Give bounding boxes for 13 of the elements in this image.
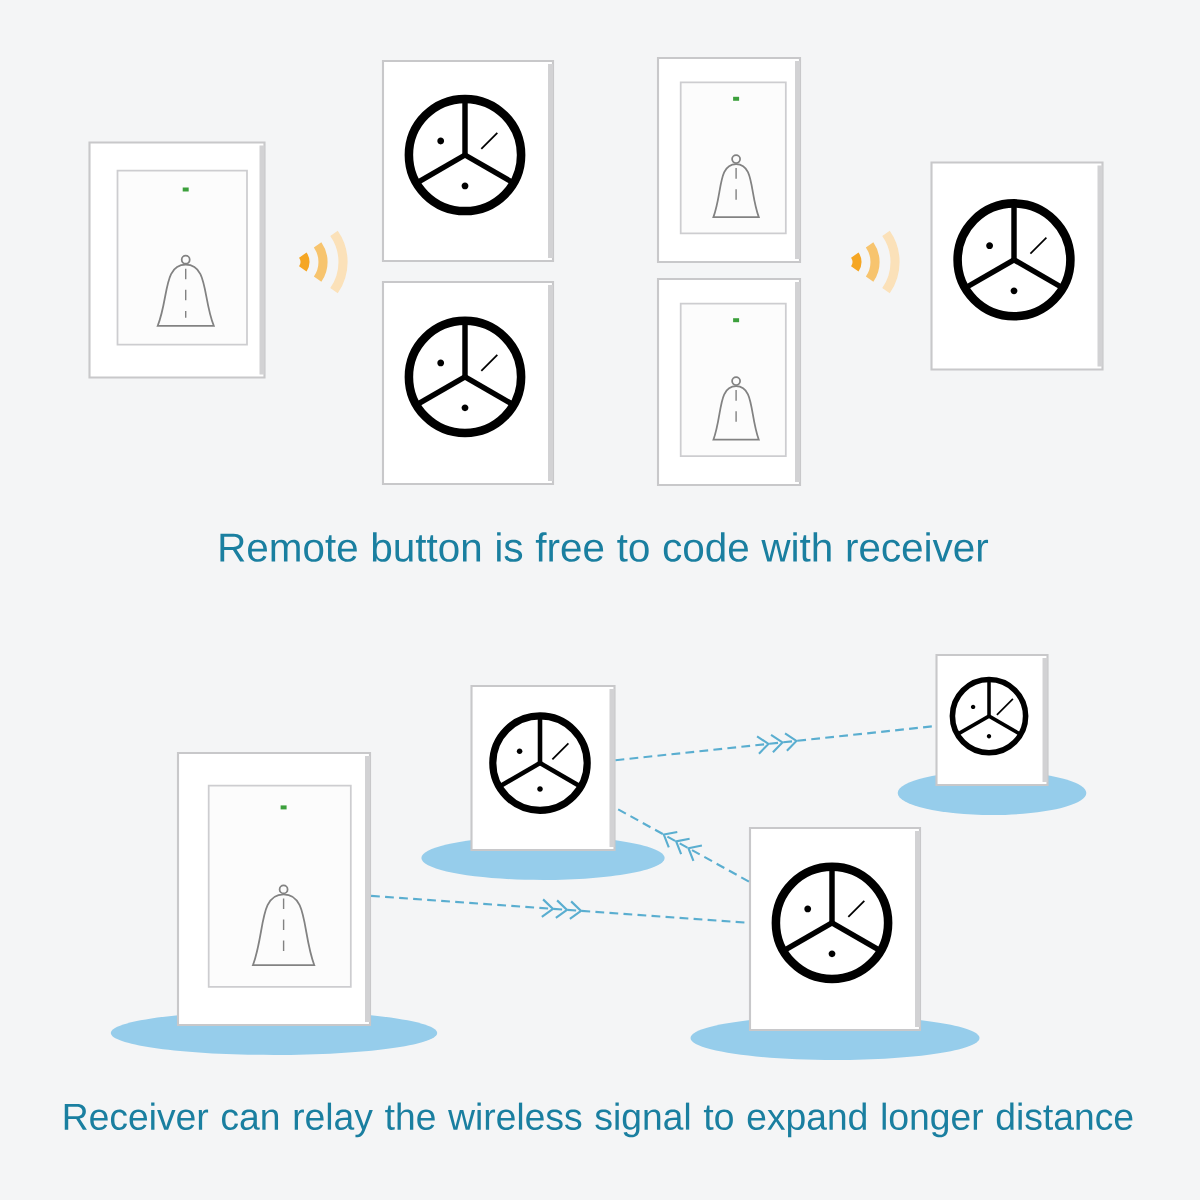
doorbell-drawing xyxy=(381,59,555,263)
doorbell-drawing xyxy=(421,684,665,880)
doorbell-drawing xyxy=(110,751,438,1055)
doorbell-drawing xyxy=(88,141,266,379)
doorbell-drawing xyxy=(381,280,555,486)
doorbell-drawing xyxy=(690,826,980,1060)
doorbell-drawing xyxy=(897,653,1087,815)
caption: Receiver can relay the wireless signal to expand longer distance xyxy=(64,1102,1133,1138)
doorbell-drawing xyxy=(656,56,802,264)
dashed-connector xyxy=(615,807,750,883)
caption: Remote button is free to code with receiver xyxy=(220,532,989,562)
doorbell-drawing xyxy=(656,277,802,487)
doorbell-drawing xyxy=(930,161,1104,371)
